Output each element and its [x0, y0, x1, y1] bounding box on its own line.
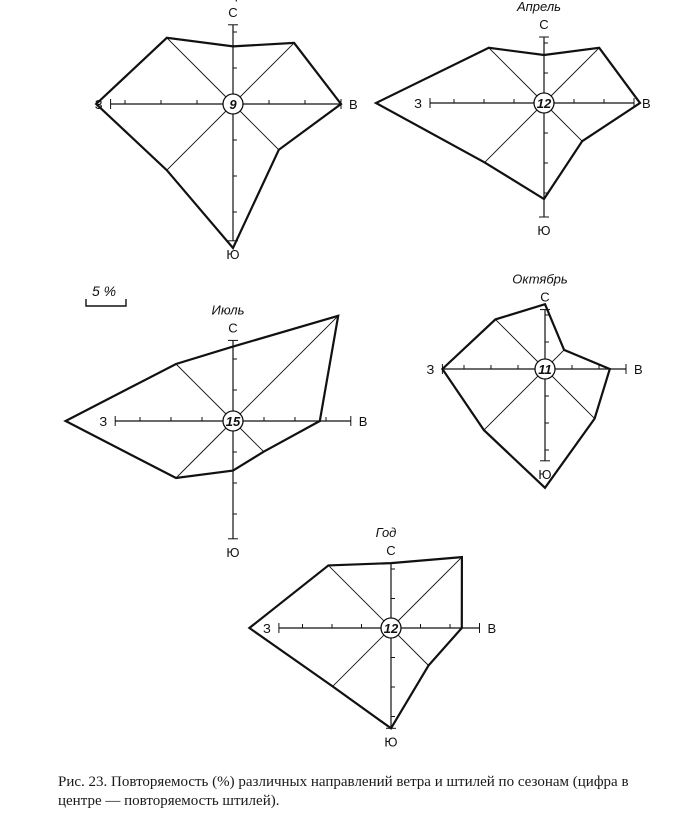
spoke-nw [166, 37, 234, 105]
wind-rose-5: С В Ю З 12 Год [247, 525, 497, 749]
spoke-nw [495, 319, 546, 370]
spoke-se [544, 368, 595, 419]
spoke-ne [232, 42, 295, 105]
direction-label-e: В [359, 414, 368, 429]
calm-value: 12 [537, 96, 552, 111]
scale-bar-label: 5 % [92, 283, 116, 299]
rose-polygon [94, 36, 343, 251]
direction-label-w: З [95, 97, 103, 112]
calm-circle [380, 617, 402, 639]
calm-circle [534, 358, 556, 380]
direction-label-e: В [349, 97, 358, 112]
rose-polygon [63, 314, 340, 480]
calm-value: 9 [229, 97, 237, 112]
direction-label-n: С [228, 5, 237, 20]
rose-title: Год [376, 525, 397, 540]
spoke-sw [166, 103, 234, 171]
direction-label-n: С [539, 17, 548, 32]
direction-label-w: З [414, 96, 422, 111]
spoke-nw [328, 565, 392, 629]
wind-rose-1: С В Ю З 9 Январь [94, 0, 358, 262]
figure-caption: Рис. 23. Повторяемость (%) различных нап… [58, 774, 629, 809]
rose-title: Январь [205, 0, 250, 2]
calm-circle [222, 93, 244, 115]
spoke-se [232, 103, 280, 151]
wind-roses-group: СВЮЗ9ЯнварьСВЮЗ12АпрельСВЮЗ15ИюльСВЮЗ11О… [63, 0, 651, 749]
direction-label-s: Ю [538, 467, 551, 482]
scale-bar-line [85, 299, 127, 307]
scale-bar: 5 % [85, 283, 127, 307]
wind-rose-4: С В Ю З 11 Октябрь [427, 272, 643, 490]
calm-circle [533, 92, 555, 114]
spoke-nw [175, 363, 234, 422]
direction-label-e: В [488, 621, 497, 636]
direction-label-n: С [228, 320, 237, 335]
direction-label-e: В [642, 96, 651, 111]
direction-label-e: В [634, 362, 643, 377]
spoke-sw [484, 102, 545, 163]
direction-label-s: Ю [537, 223, 550, 238]
direction-label-s: Ю [384, 734, 397, 749]
calm-value: 12 [384, 621, 399, 636]
spoke-ne [232, 315, 339, 422]
direction-label-n: С [386, 543, 395, 558]
spoke-nw [488, 47, 545, 104]
rose-polygon [440, 302, 612, 490]
wind-rose-3: С В Ю З 15 Июль [63, 302, 368, 560]
rose-polygon [373, 46, 642, 201]
calm-value: 15 [226, 414, 241, 429]
direction-label-s: Ю [226, 247, 239, 262]
spoke-sw [483, 368, 546, 431]
spoke-ne [543, 47, 600, 104]
direction-label-n: С [540, 290, 549, 305]
rose-polygon [247, 555, 464, 730]
calm-circle [222, 410, 244, 432]
rose-title: Октябрь [512, 272, 568, 287]
direction-label-w: З [263, 621, 271, 636]
spoke-sw [332, 627, 392, 687]
rose-title: Апрель [516, 0, 561, 14]
direction-label-w: З [427, 362, 435, 377]
rose-title: Июль [212, 302, 245, 317]
wind-rose-2: С В Ю З 12 Апрель [373, 0, 651, 238]
calm-value: 11 [538, 362, 552, 377]
direction-label-s: Ю [226, 545, 239, 560]
direction-label-w: З [99, 414, 107, 429]
spoke-sw [175, 420, 234, 479]
wind-roses-figure: СВЮЗ9ЯнварьСВЮЗ12АпрельСВЮЗ15ИюльСВЮЗ11О… [63, 0, 651, 749]
spoke-ne [390, 556, 463, 629]
